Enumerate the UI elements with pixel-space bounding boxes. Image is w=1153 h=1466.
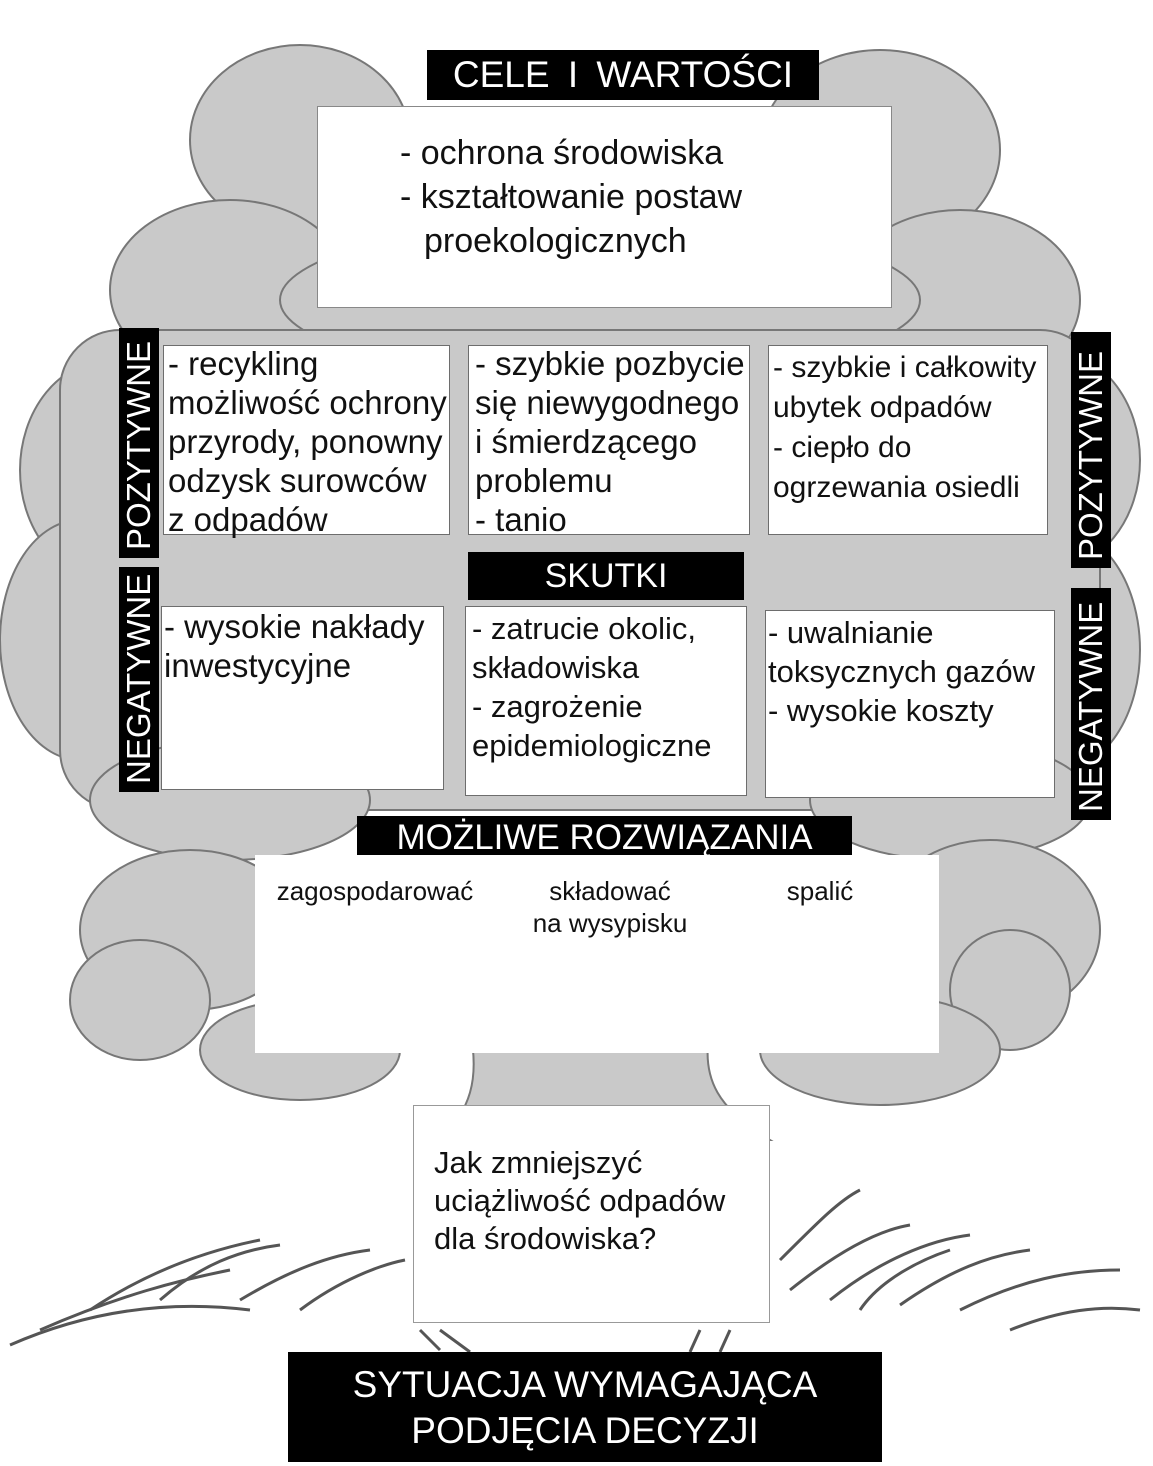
positive-effect-text: - szybkie i całkowity ubytek odpadów - c…: [773, 351, 1037, 504]
positive-effect-box-2: - szybkie pozbycie się niewygodnego i śm…: [468, 345, 750, 538]
positive-effect-box-1: - recykling możliwość ochrony przyrody, …: [163, 345, 450, 538]
positive-effect-text: - recykling możliwość ochrony przyrody, …: [168, 345, 447, 538]
negative-effect-box-2: - zatrucie okolic, składowiska - zagroże…: [465, 606, 747, 796]
solution-option: spalić: [786, 876, 854, 906]
solutions-header: MOŻLIWE ROZWIĄZANIA: [357, 816, 852, 860]
positive-label-left: POZYTYWNE: [119, 328, 159, 558]
negative-effect-text: - zatrucie okolic, składowiska - zagroże…: [472, 611, 712, 763]
effects-header: SKUTKI: [468, 552, 744, 600]
negative-label-right: NEGATYWNE: [1071, 588, 1111, 820]
goal-item: - kształtowanie postaw: [400, 178, 743, 216]
positive-label-right: POZYTYWNE: [1071, 332, 1111, 568]
question-box: Jak zmniejszyć uciążliwość odpadów dla ś…: [413, 1105, 770, 1323]
negative-effect-text: - wysokie nakłady inwestycyjne: [164, 608, 425, 684]
solutions-box: zagospodarować składować na wysypisku sp…: [255, 855, 939, 1053]
solution-option: zagospodarować: [276, 876, 474, 906]
question-text: Jak zmniejszyć uciążliwość odpadów dla ś…: [434, 1145, 726, 1256]
negative-effect-text: - uwalnianie toksycznych gazów - wysokie…: [768, 615, 1036, 728]
situation-header: SYTUACJA WYMAGAJĄCA PODJĘCIA DECYZJI: [288, 1352, 882, 1462]
negative-effect-box-3: - uwalnianie toksycznych gazów - wysokie…: [765, 610, 1055, 798]
goals-header: CELE I WARTOŚCI: [427, 50, 819, 100]
goals-box: - ochrona środowiska - kształtowanie pos…: [317, 106, 892, 308]
negative-label-left: NEGATYWNE: [119, 567, 159, 792]
positive-effect-text: - szybkie pozbycie się niewygodnego i śm…: [475, 345, 745, 538]
solution-option: składować na wysypisku: [532, 876, 688, 938]
goal-item: proekologicznych: [424, 222, 687, 260]
positive-effect-box-3: - szybkie i całkowity ubytek odpadów - c…: [768, 345, 1048, 535]
goal-item: - ochrona środowiska: [400, 134, 724, 172]
negative-effect-box-1: - wysokie nakłady inwestycyjne: [161, 606, 444, 790]
